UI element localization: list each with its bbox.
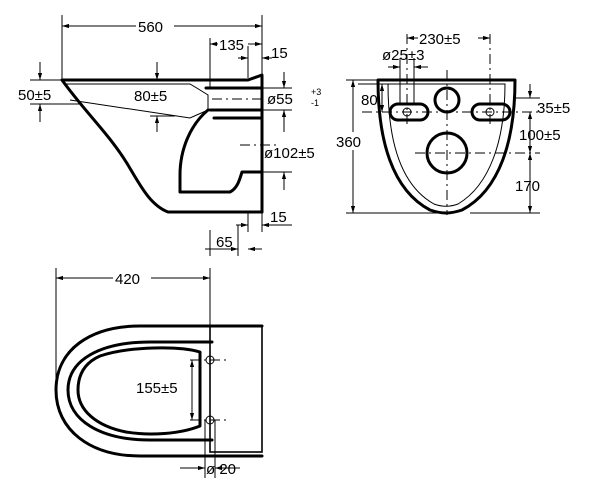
dim-80-label: 80±5 — [134, 88, 167, 105]
rear-view: 230±5 ø25±3 80 360 35±5 100±5 170 — [335, 29, 570, 215]
dim-420-label: 420 — [115, 271, 140, 288]
top-seat-outer — [66, 340, 214, 442]
dim-360-label: 360 — [336, 134, 361, 151]
dim-560-label: 560 — [138, 19, 163, 36]
dim-155-label: 155±5 — [136, 380, 178, 397]
dim-35-label: 35±5 — [537, 100, 570, 117]
top-bowl-outer — [54, 324, 264, 458]
dim-20-label: ø 20 — [206, 461, 236, 478]
dim-100-label: 100±5 — [519, 127, 561, 144]
dim-55-label: ø55 — [267, 91, 293, 108]
dim-230-label: 230±5 — [419, 31, 461, 48]
top-wall-plate — [209, 325, 263, 453]
side-lower-body — [228, 170, 264, 214]
dim-50-label: 50±5 — [18, 87, 51, 104]
rear-inner-outline — [387, 83, 506, 207]
dim-15bot-label: 15 — [270, 209, 287, 226]
dim-102-label: ø102±5 — [264, 145, 315, 162]
dim-135-label: 135 — [219, 37, 244, 54]
top-view: 420 155±5 ø 20 — [54, 268, 264, 478]
side-trap-curve — [178, 108, 264, 194]
side-bowl-inner — [66, 83, 209, 119]
dim-55-tol-minus: -1 — [311, 98, 319, 108]
dim-15top-label: 15 — [271, 45, 288, 62]
dim-170-label: 170 — [515, 178, 540, 195]
rear-outline — [376, 78, 517, 215]
side-view: 560 135 15 50±5 80±5 ø55 +3 -1 ø102±5 — [18, 15, 321, 256]
dim-80r-label: 80 — [361, 92, 378, 109]
dim-55-tol-plus: +3 — [311, 87, 321, 97]
dim-65-label: 65 — [216, 234, 233, 251]
dim-25-label: ø25±3 — [382, 47, 424, 64]
top-seat-inner — [76, 346, 202, 436]
